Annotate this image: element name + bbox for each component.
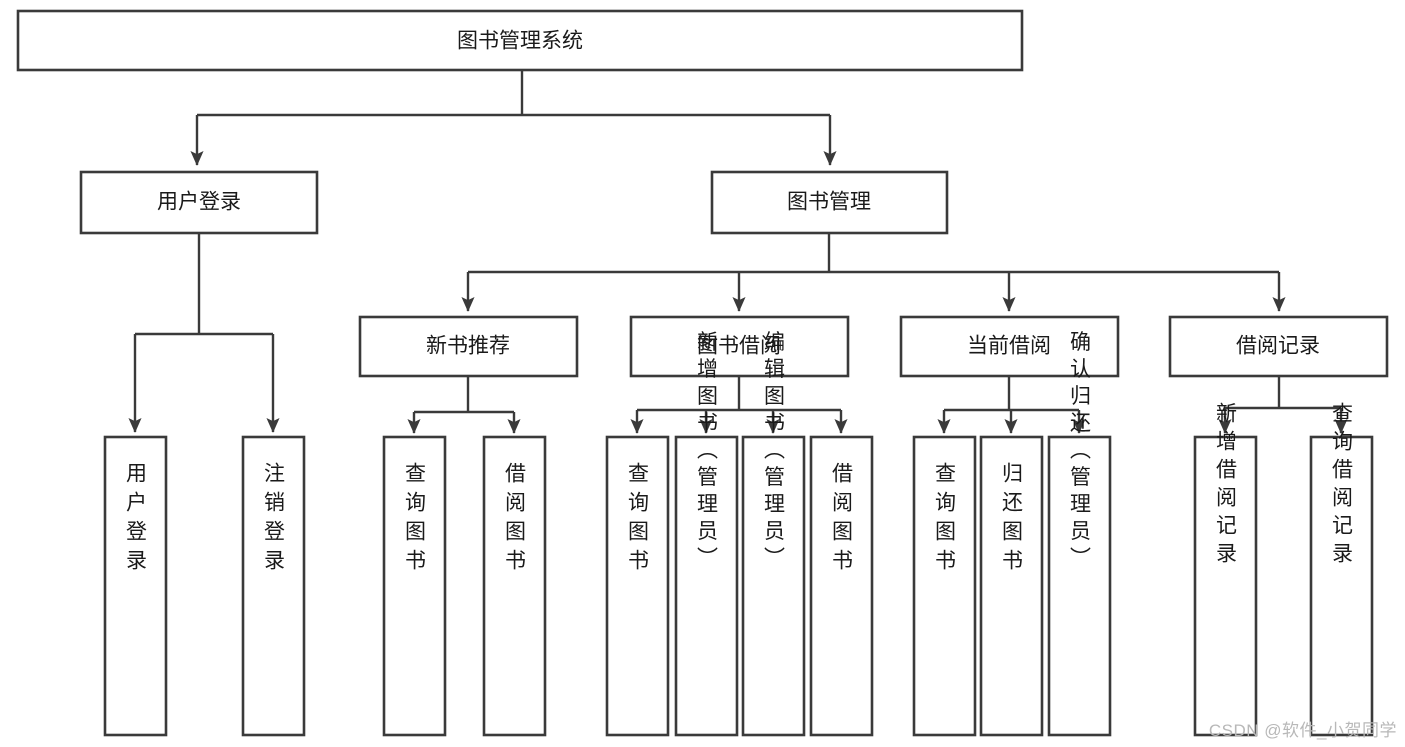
leaf-confirm-return-admin-label: 确认归还（管理员） bbox=[1068, 331, 1092, 574]
node-book-borrow[interactable]: 图书借阅 bbox=[629, 315, 850, 378]
leaf-borrow-book-2-label: 借阅图书 bbox=[830, 462, 854, 578]
leaf-query-borrow-record-label: 查询借阅记录 bbox=[1330, 402, 1354, 570]
leaf-query-book-3-label: 查询图书 bbox=[933, 462, 957, 578]
leaf-borrow-book-1[interactable]: 借阅图书 bbox=[482, 435, 547, 737]
leaf-user-login-label: 用户登录 bbox=[124, 462, 148, 578]
node-root[interactable]: 图书管理系统 bbox=[16, 9, 1024, 72]
node-book-manage[interactable]: 图书管理 bbox=[710, 170, 949, 235]
node-borrow-record[interactable]: 借阅记录 bbox=[1168, 315, 1389, 378]
leaf-query-borrow-record[interactable]: 查询借阅记录 bbox=[1309, 402, 1374, 737]
node-current-borrow-label: 当前借阅 bbox=[967, 335, 1051, 358]
leaf-add-borrow-record[interactable]: 新增借阅记录 bbox=[1193, 402, 1258, 737]
connector-borrow-record-to-leaves bbox=[1218, 376, 1348, 434]
node-root-label: 图书管理系统 bbox=[457, 30, 583, 53]
leaf-logout-login-label: 注销登录 bbox=[262, 462, 286, 578]
leaf-add-borrow-record-label: 新增借阅记录 bbox=[1214, 402, 1238, 570]
leaf-return-book[interactable]: 归还图书 bbox=[979, 435, 1044, 737]
node-current-borrow[interactable]: 当前借阅 bbox=[899, 315, 1120, 378]
leaf-query-book-1-label: 查询图书 bbox=[403, 462, 427, 578]
leaf-query-book-1[interactable]: 查询图书 bbox=[382, 435, 447, 737]
leaf-query-book-2-label: 查询图书 bbox=[626, 462, 650, 578]
leaf-query-book-3[interactable]: 查询图书 bbox=[912, 435, 977, 737]
leaf-edit-book-admin-label: 编辑图书（管理员） bbox=[762, 331, 786, 574]
node-new-book-rec-label: 新书推荐 bbox=[426, 335, 510, 358]
connector-new-book-rec-to-leaves bbox=[407, 376, 521, 434]
connector-current-borrow-to-leaves bbox=[937, 376, 1086, 434]
node-user-login-label: 用户登录 bbox=[157, 191, 241, 214]
node-borrow-record-label: 借阅记录 bbox=[1236, 335, 1320, 358]
leaf-borrow-book-2[interactable]: 借阅图书 bbox=[809, 435, 874, 737]
leaf-edit-book-admin[interactable]: 编辑图书（管理员） bbox=[741, 331, 806, 737]
node-book-manage-label: 图书管理 bbox=[787, 191, 871, 214]
node-new-book-rec[interactable]: 新书推荐 bbox=[358, 315, 579, 378]
node-user-login[interactable]: 用户登录 bbox=[79, 170, 319, 235]
leaf-logout-login[interactable]: 注销登录 bbox=[241, 435, 306, 737]
connector-root-to-bus bbox=[190, 70, 837, 166]
leaf-add-book-admin-label: 新增图书（管理员） bbox=[695, 331, 719, 574]
connector-user-login-to-children bbox=[128, 233, 280, 433]
connector-book-manage-to-children bbox=[461, 233, 1286, 312]
leaf-user-login[interactable]: 用户登录 bbox=[103, 435, 168, 737]
connector-book-borrow-to-leaves bbox=[630, 376, 848, 434]
node-book-borrow-label: 图书借阅 bbox=[697, 335, 781, 358]
leaf-borrow-book-1-label: 借阅图书 bbox=[503, 462, 527, 578]
leaf-return-book-label: 归还图书 bbox=[1000, 462, 1024, 578]
leaf-add-book-admin[interactable]: 新增图书（管理员） bbox=[674, 331, 739, 737]
leaf-confirm-return-admin[interactable]: 确认归还（管理员） bbox=[1047, 331, 1112, 737]
leaf-query-book-2[interactable]: 查询图书 bbox=[605, 435, 670, 737]
